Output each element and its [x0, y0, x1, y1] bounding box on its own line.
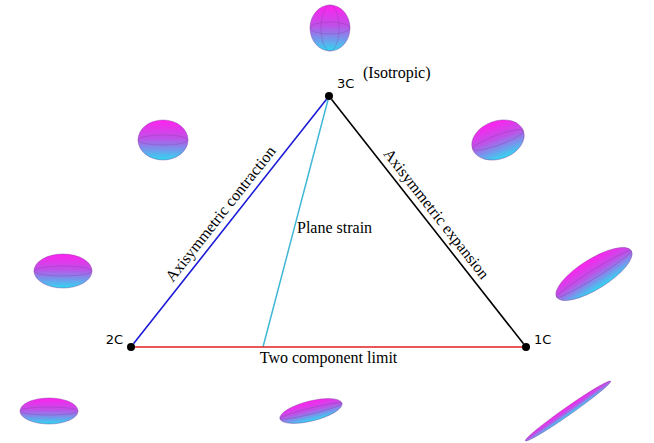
sphere — [310, 5, 350, 51]
edge-label: Axisymmetric expansion — [379, 144, 495, 284]
oblate-ellipsoid — [34, 254, 92, 288]
triangle-edge — [135, 346, 522, 348]
plane-strain-ellipsoid — [278, 394, 345, 429]
vertex-label: (Isotropic) — [363, 64, 431, 82]
prolate-ellipsoid — [466, 113, 530, 167]
oblate-ellipsoid — [138, 120, 188, 160]
edge-label: Two component limit — [258, 349, 400, 367]
prolate-ellipsoid — [549, 238, 640, 310]
needle-ellipsoid — [523, 378, 613, 443]
vertex-label: 3C — [337, 76, 354, 91]
edge-label: Axisymmetric contraction — [161, 141, 281, 287]
vertex-label: 1C — [534, 332, 551, 347]
vertex-dot: 2C — [127, 343, 135, 351]
flat-disc — [20, 398, 78, 424]
vertex-label: 2C — [106, 332, 123, 347]
vertex-dot: 1C — [522, 343, 530, 351]
vertex-dot: 3C(Isotropic) — [325, 92, 333, 100]
line-label: Plane strain — [297, 219, 372, 237]
